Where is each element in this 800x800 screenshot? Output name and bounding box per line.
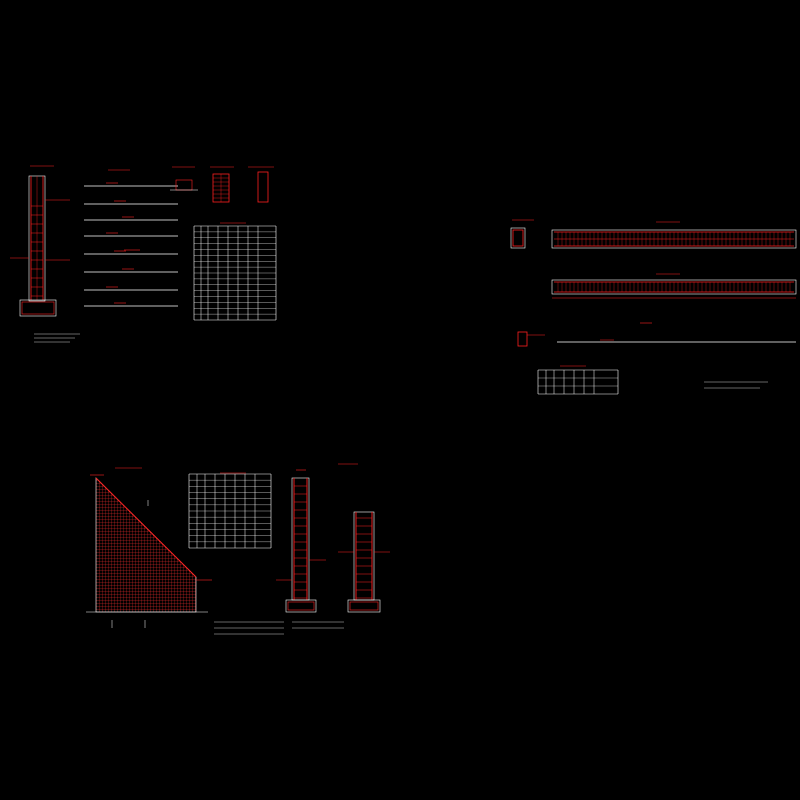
detail-b-grid <box>213 174 229 202</box>
schedule-2-grid <box>537 369 619 395</box>
schedule-1-grid <box>193 225 277 321</box>
detail-c-shape <box>257 171 269 203</box>
section-1-footing-rebar <box>287 601 315 611</box>
beam-section <box>510 227 526 249</box>
beam-plan-rebar <box>554 281 794 293</box>
beam-section-rebar <box>512 229 524 247</box>
section-2-footing <box>347 599 381 613</box>
schedule-3-grid <box>188 473 272 549</box>
wing-wall-notes <box>214 621 344 635</box>
beam-group <box>510 219 797 395</box>
footing-rebar <box>21 301 55 315</box>
section-1-footing <box>285 599 317 613</box>
beam-plan-outline <box>551 279 797 295</box>
wall-footing <box>19 299 57 317</box>
wing-wall-slope <box>95 477 197 578</box>
wall-stirrups <box>31 176 43 300</box>
schedule-table-1 <box>193 222 277 321</box>
section-2-footing-rebar <box>349 601 379 611</box>
rebar-shape-lines <box>84 182 178 307</box>
small-details-group <box>170 166 274 203</box>
rebar-shapes-group <box>84 169 178 307</box>
beam-elevation-rebar <box>554 231 794 247</box>
wing-wall-group <box>86 463 390 635</box>
wall-elevation-group <box>10 165 80 343</box>
beam-elevation-outline <box>551 229 797 249</box>
stirrup-shape <box>517 331 528 347</box>
section-1-ties <box>294 485 307 599</box>
section-2-ties <box>356 517 372 599</box>
